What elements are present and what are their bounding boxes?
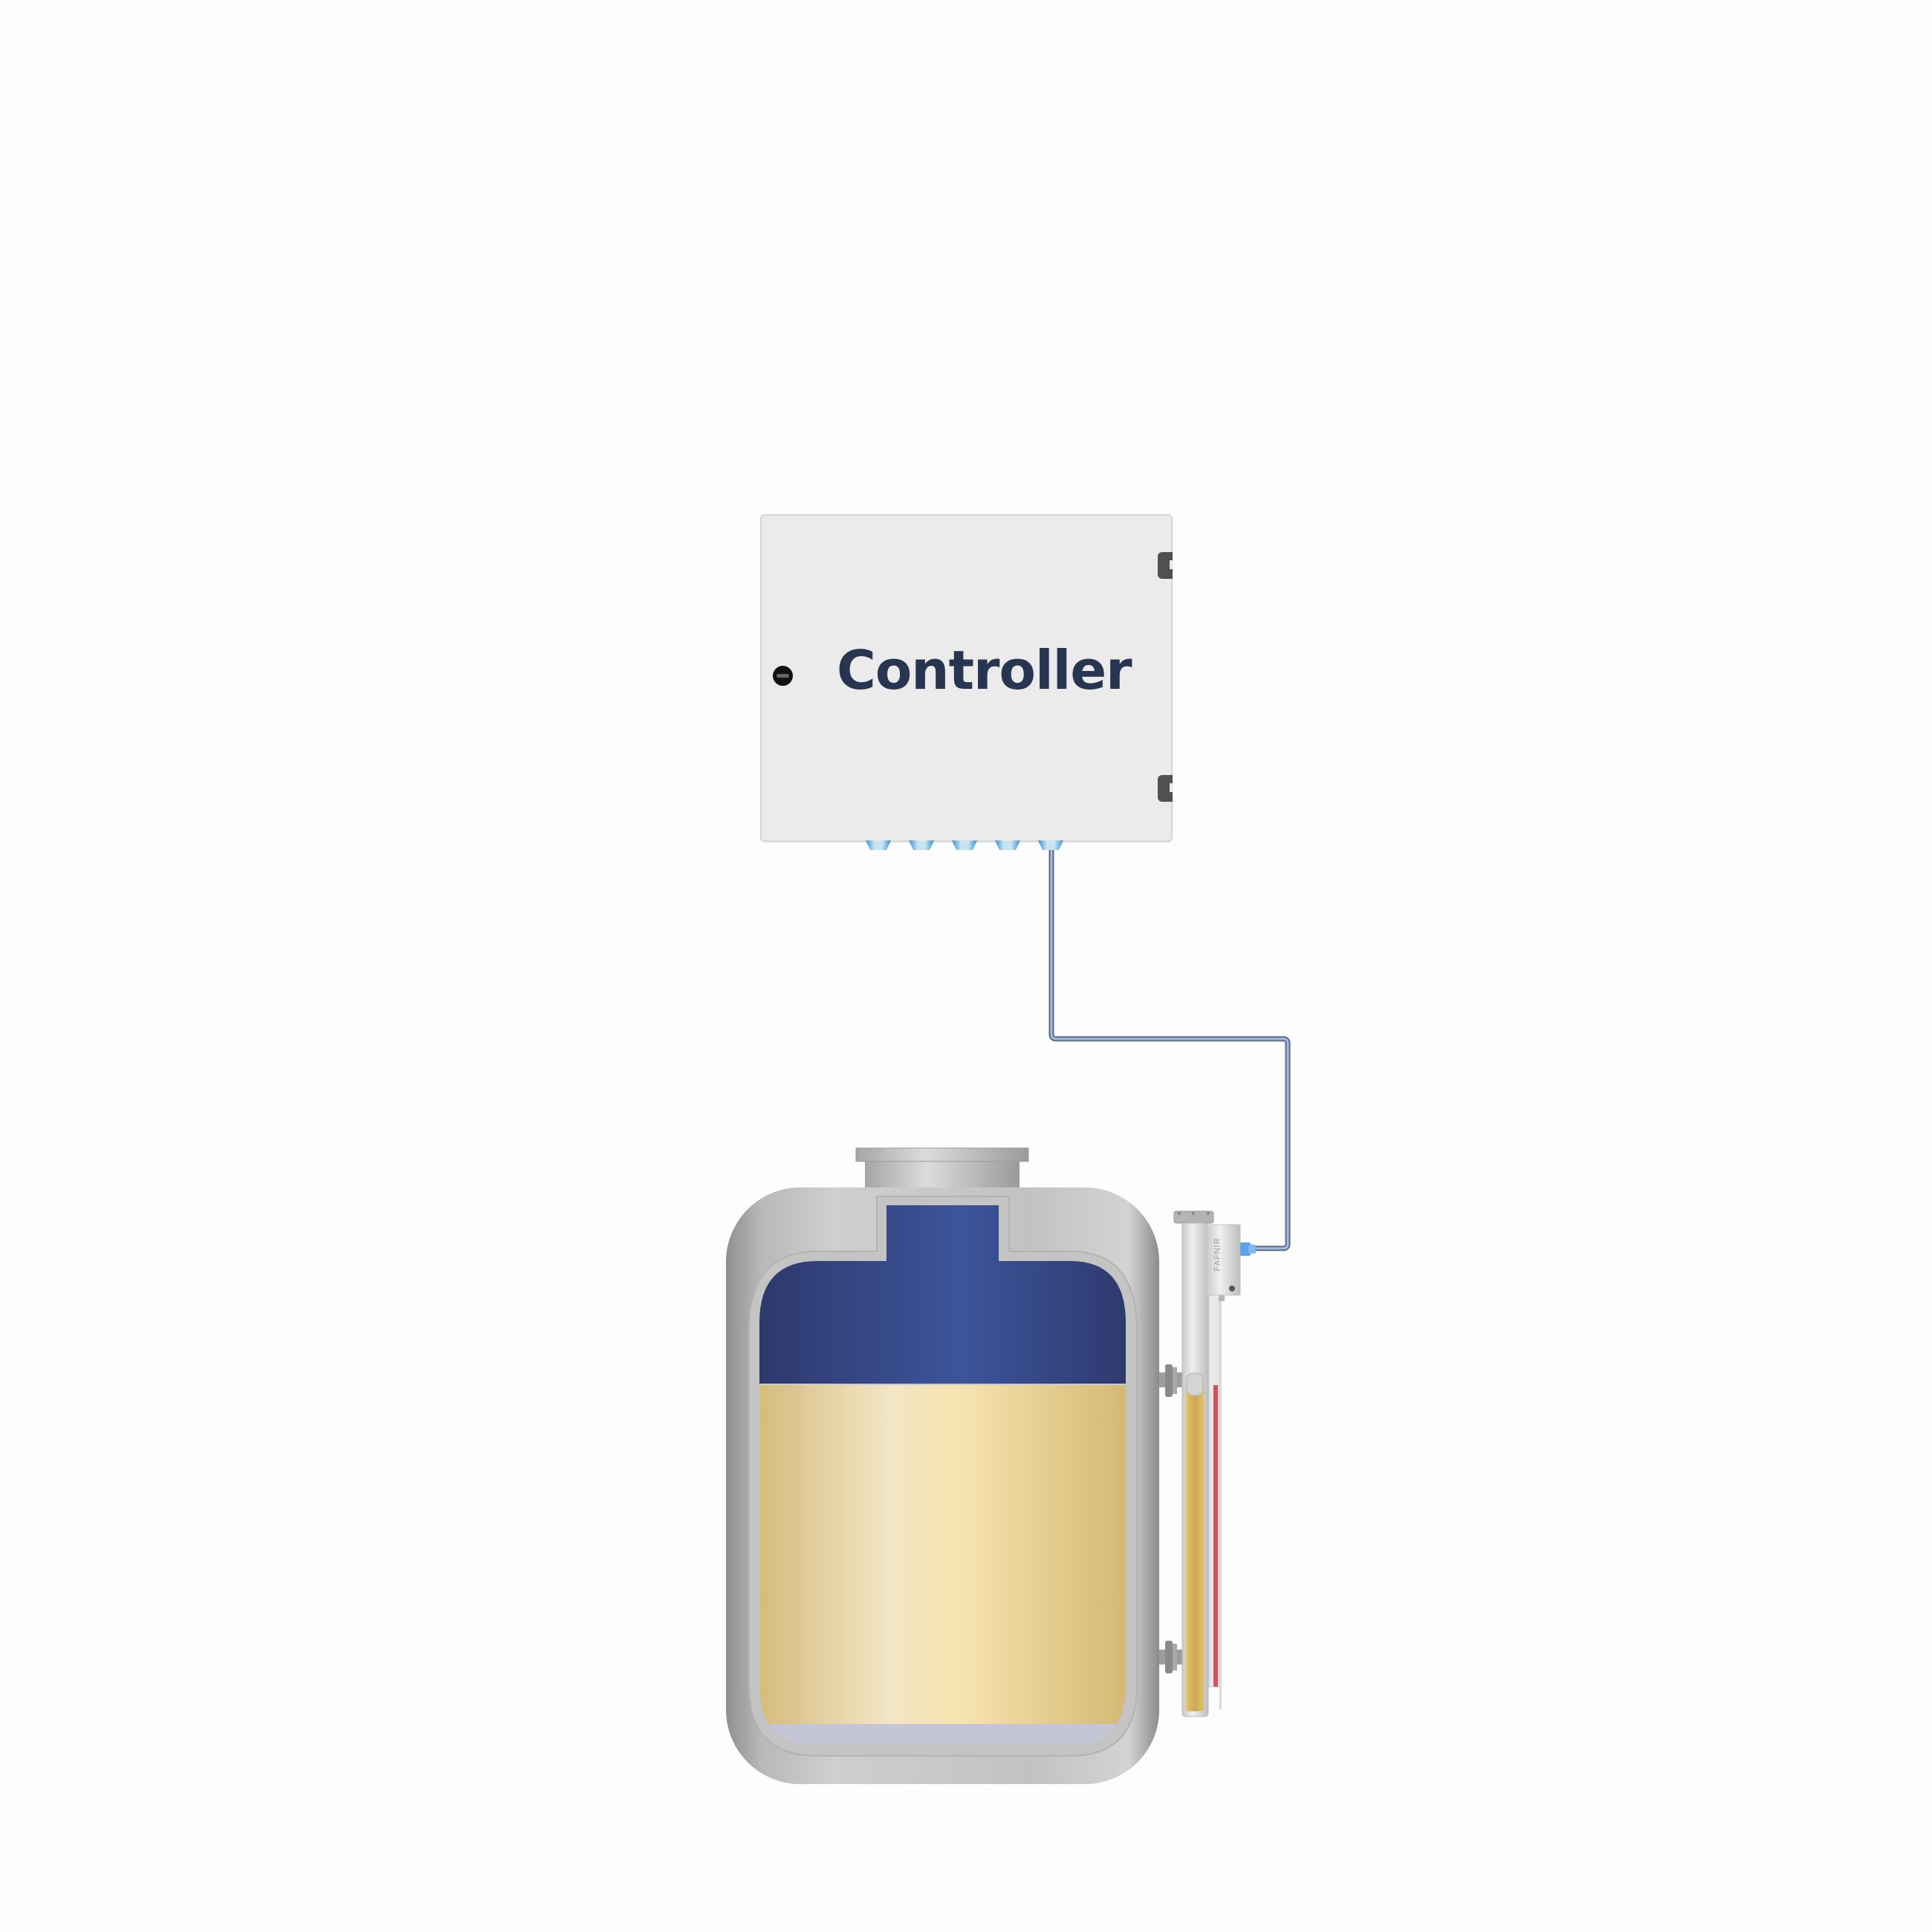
cable-gland-icon: [1038, 840, 1063, 850]
upper-connection-flange: [1159, 1364, 1183, 1397]
gauge-fluid: [1186, 1384, 1204, 1711]
hinge-icon: [1158, 775, 1173, 802]
fafnir-logo: FAFNIR: [1213, 1234, 1232, 1278]
cable-gland-icon: [909, 840, 934, 850]
magnetic-level-gauge: [1173, 1210, 1222, 1717]
hinge-icon: [1158, 552, 1173, 579]
tank-nozzle: [855, 1147, 1029, 1190]
gauge-float: [1186, 1372, 1204, 1396]
controller-title: Controller: [837, 639, 1132, 701]
cable-gland-icon: [995, 840, 1020, 850]
lock-icon[interactable]: [773, 666, 793, 686]
storage-tank: [726, 1187, 1159, 1784]
brand-label: FAFNIR: [1213, 1237, 1222, 1271]
controller-box[interactable]: [760, 514, 1173, 842]
lower-connection-flange: [1159, 1641, 1183, 1673]
level-sensor-head: [1205, 1224, 1256, 1301]
level-indicator-red: [1213, 1385, 1218, 1687]
cable-gland-icon: [952, 840, 977, 850]
product-layer: [759, 1384, 1126, 1726]
cable-gland-icon: [866, 840, 891, 850]
water-layer: [759, 1724, 1126, 1745]
